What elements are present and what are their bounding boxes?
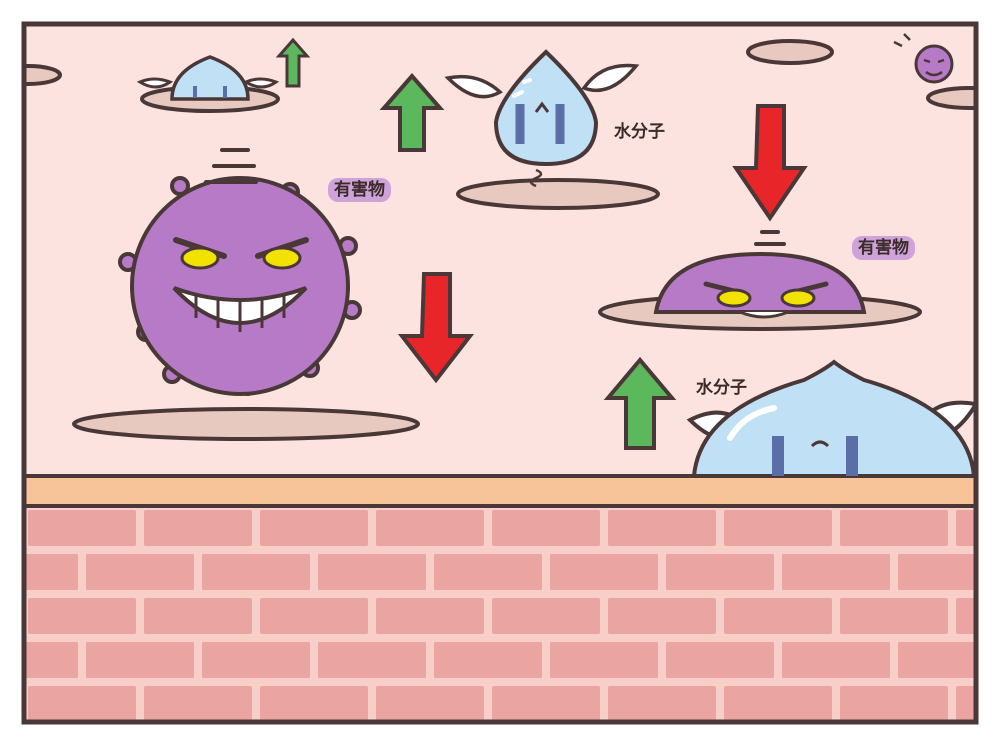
water-molecule-label: 水分子 bbox=[614, 122, 665, 142]
water-droplet-icon bbox=[444, 49, 640, 188]
water-droplet-icon bbox=[136, 55, 280, 101]
green-up-arrow-icon bbox=[603, 356, 677, 450]
brick-wall bbox=[24, 506, 976, 722]
green-up-arrow-icon bbox=[379, 72, 445, 152]
panel-border bbox=[21, 21, 979, 725]
water-droplet-icon bbox=[686, 359, 976, 478]
harmful-germ-icon bbox=[653, 230, 867, 319]
green-up-arrow-icon bbox=[275, 37, 311, 88]
harmful-germ-icon bbox=[118, 148, 362, 396]
pore-hole bbox=[24, 64, 62, 86]
small-germ-icon bbox=[893, 33, 954, 84]
pore-hole bbox=[746, 39, 834, 65]
water-molecule-label: 水分子 bbox=[696, 378, 747, 398]
pore-hole bbox=[926, 86, 976, 110]
wall-ledge bbox=[24, 474, 976, 508]
harmful-substance-label: 有害物 bbox=[852, 236, 915, 260]
red-down-arrow-icon bbox=[732, 104, 808, 222]
harmful-substance-label: 有害物 bbox=[328, 178, 391, 202]
pore-hole bbox=[456, 178, 660, 210]
pore-hole bbox=[72, 407, 420, 441]
red-down-arrow-icon bbox=[397, 272, 475, 384]
